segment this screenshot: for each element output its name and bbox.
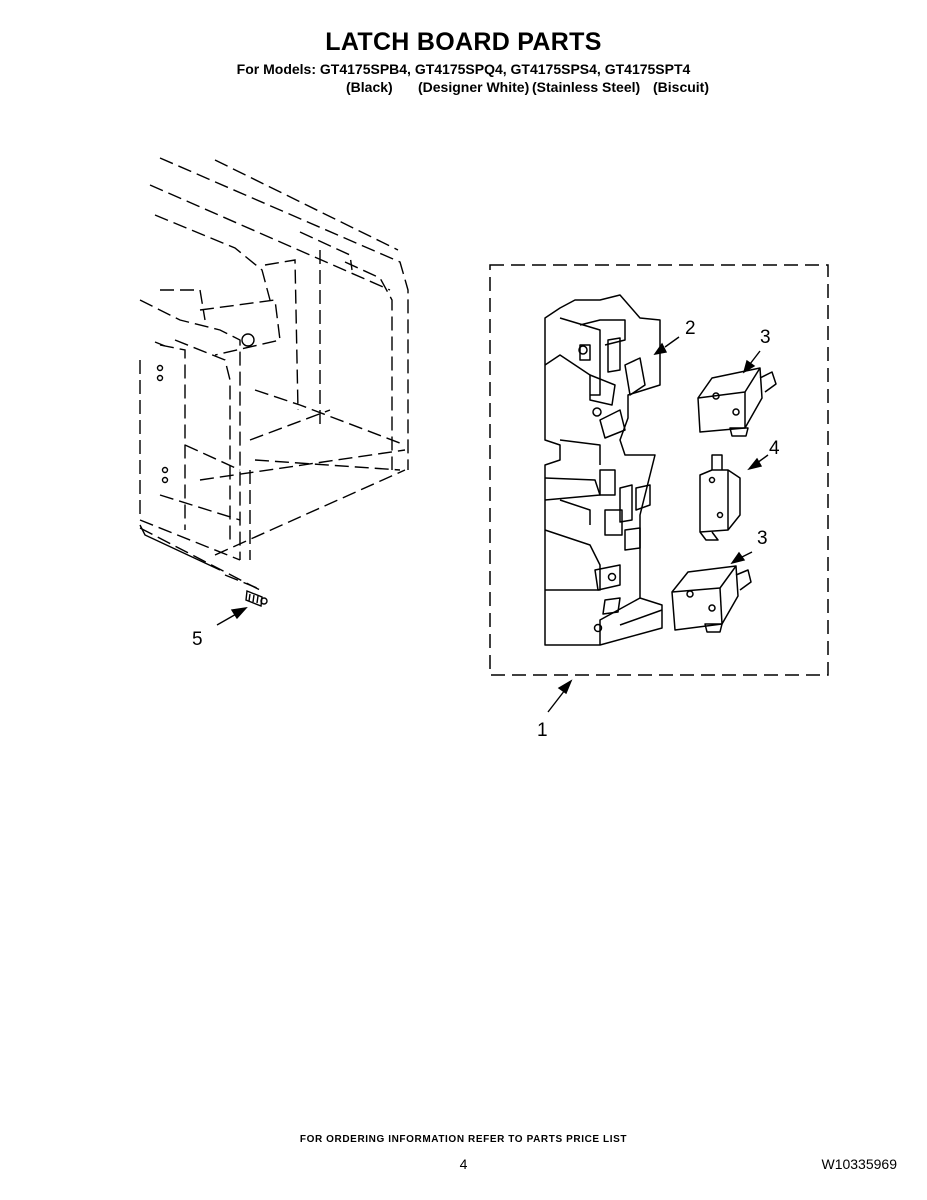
callout-1: 1: [537, 720, 548, 741]
switch-bottom-illustration: [671, 565, 752, 633]
page-number: 4: [459, 1156, 468, 1172]
switch-top-illustration: [697, 367, 777, 437]
cabinet-frame-solid-lines: [139, 333, 255, 571]
page-title: LATCH BOARD PARTS: [325, 28, 602, 56]
screw-illustration: [245, 590, 268, 607]
color-stainless-steel: (Stainless Steel): [532, 79, 641, 95]
model-colors: (Black) (Designer White) (Stainless Stee…: [0, 79, 927, 99]
switch-middle-illustration: [699, 454, 741, 541]
callout-2: 2: [685, 318, 696, 339]
color-biscuit: (Biscuit): [653, 79, 709, 95]
callout-5: 5: [192, 629, 203, 650]
callout-4: 4: [769, 438, 780, 459]
leader-arrows: [216, 336, 769, 713]
latch-board-kit-boundary: [489, 264, 829, 676]
ordering-note: FOR ORDERING INFORMATION REFER TO PARTS …: [299, 1134, 628, 1145]
latch-board-illustration: [544, 294, 663, 646]
color-black: (Black): [346, 79, 393, 95]
color-designer-white: (Designer White): [418, 79, 530, 95]
callout-3-top: 3: [760, 327, 771, 348]
callout-3-bottom: 3: [757, 528, 768, 549]
cabinet-frame-illustration: [139, 157, 409, 591]
document-id: W10335969: [821, 1156, 897, 1172]
models-line: For Models: GT4175SPB4, GT4175SPQ4, GT41…: [236, 61, 691, 77]
